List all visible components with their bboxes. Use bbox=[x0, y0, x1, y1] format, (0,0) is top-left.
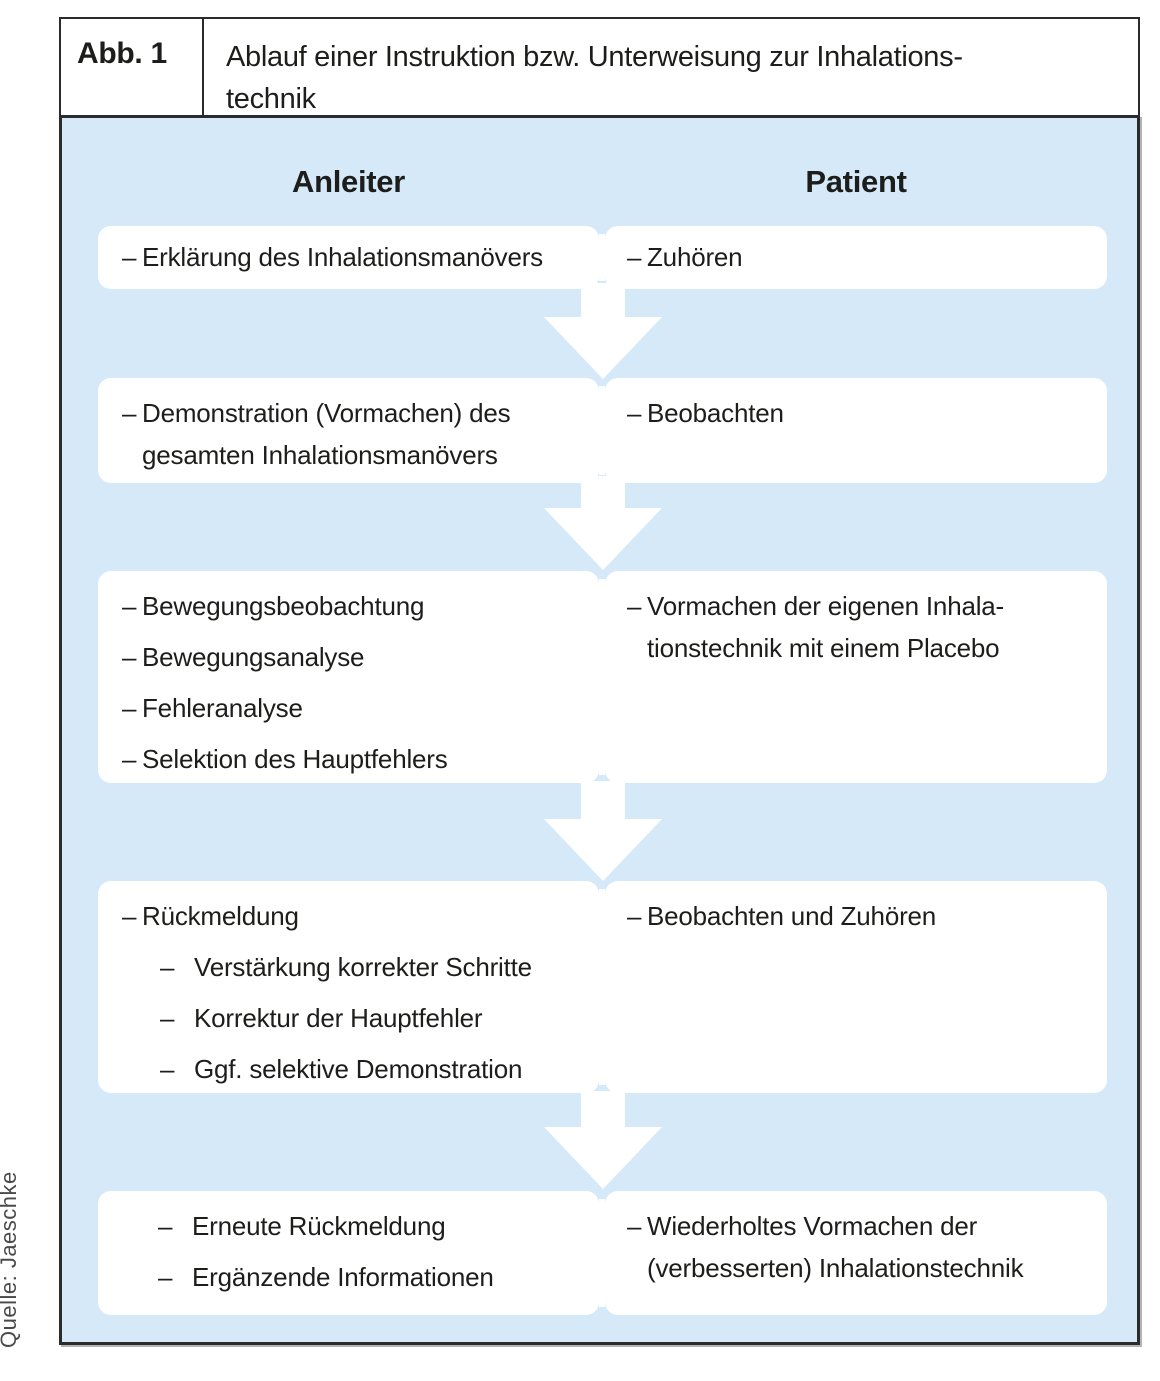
step-item-text: Erklärung des Inhalationsmanövers bbox=[142, 242, 543, 272]
step-sublist: – Verstärkung korrekter Schritte – Korre… bbox=[160, 946, 585, 1090]
step-box-anleiter-3: – Bewegungsbeobachtung – Bewegungsanalys… bbox=[98, 571, 599, 783]
step-item: – Vormachen der eigenen Inhala- tionstec… bbox=[627, 585, 1093, 669]
step-box-anleiter-5: – Erneute Rückmeldung – Ergänzende Infor… bbox=[98, 1191, 599, 1315]
step-item-text: Ggf. selektive Demonstration bbox=[194, 1054, 523, 1084]
step-item-text: Beobachten und Zuhören bbox=[647, 901, 937, 931]
dash-bullet: – bbox=[627, 1211, 642, 1241]
flow-row-1: – Erklärung des Inhalationsmanövers – Zu… bbox=[98, 226, 1107, 289]
step-item-text: Bewegungsbeobachtung bbox=[142, 591, 425, 621]
dash-bullet: – bbox=[160, 1054, 175, 1084]
step-item-text: Wiederholtes Vormachen der (verbesserten… bbox=[647, 1211, 1024, 1283]
dash-bullet: – bbox=[122, 744, 137, 774]
step-item: – Beobachten und Zuhören bbox=[627, 895, 1093, 937]
dash-bullet: – bbox=[160, 952, 175, 982]
figure-label: Abb. 1 bbox=[61, 19, 204, 115]
arrow-stem bbox=[581, 283, 625, 319]
step-box-patient-2: – Beobachten bbox=[605, 378, 1107, 483]
dash-bullet: – bbox=[122, 591, 137, 621]
column-header-patient: Patient bbox=[805, 164, 907, 199]
figure-header: Abb. 1 Ablauf einer Instruktion bzw. Unt… bbox=[59, 17, 1140, 115]
column-gap-fill bbox=[599, 386, 605, 475]
figure-title: Ablauf einer Instruktion bzw. Unterweisu… bbox=[226, 41, 963, 115]
column-header-anleiter: Anleiter bbox=[291, 164, 406, 199]
dash-bullet: – bbox=[627, 901, 642, 931]
step-item: – Zuhören bbox=[627, 236, 1093, 278]
step-item-text: Verstärkung korrekter Schritte bbox=[194, 952, 532, 982]
step-subitem: – Korrektur der Hauptfehler bbox=[160, 997, 585, 1039]
dash-bullet: – bbox=[122, 693, 137, 723]
arrow-stem bbox=[581, 781, 625, 821]
step-item-text: Rückmeldung bbox=[142, 901, 299, 931]
step-item-text: Fehleranalyse bbox=[142, 693, 303, 723]
step-box-patient-3: – Vormachen der eigenen Inhala- tionstec… bbox=[605, 571, 1107, 783]
step-item: – Selektion des Hauptfehlers bbox=[122, 738, 585, 780]
step-item-text: Erneute Rückmeldung bbox=[192, 1211, 446, 1241]
step-item-text: Zuhören bbox=[647, 242, 743, 272]
arrow-head-icon bbox=[544, 508, 662, 570]
step-subitem: – Ggf. selektive Demonstration bbox=[160, 1048, 585, 1090]
dash-bullet: – bbox=[627, 398, 642, 428]
dash-bullet: – bbox=[122, 642, 137, 672]
source-credit: Quelle: Jaeschke bbox=[0, 1171, 21, 1348]
step-item-text: Selektion des Hauptfehlers bbox=[142, 744, 448, 774]
dash-bullet: – bbox=[627, 591, 642, 621]
step-item-text: Demonstration (Vormachen) des gesamten I… bbox=[142, 398, 511, 470]
step-box-patient-5: – Wiederholtes Vormachen der (verbessert… bbox=[605, 1191, 1107, 1315]
step-item: – Erneute Rückmeldung bbox=[158, 1205, 585, 1247]
step-box-anleiter-4: – Rückmeldung – Verstärkung korrekter Sc… bbox=[98, 881, 599, 1093]
column-gap-fill bbox=[599, 889, 605, 1085]
step-item: – Bewegungsanalyse bbox=[122, 636, 585, 678]
step-item-text: Korrektur der Hauptfehler bbox=[194, 1003, 483, 1033]
step-box-patient-4: – Beobachten und Zuhören bbox=[605, 881, 1107, 1093]
step-item: – Rückmeldung bbox=[122, 895, 585, 937]
flow-row-5: – Erneute Rückmeldung – Ergänzende Infor… bbox=[98, 1191, 1107, 1315]
arrow-head-icon bbox=[544, 1127, 662, 1189]
flow-row-4: – Rückmeldung – Verstärkung korrekter Sc… bbox=[98, 881, 1107, 1093]
column-gap-fill bbox=[599, 234, 605, 281]
step-item: – Ergänzende Informationen bbox=[158, 1256, 585, 1298]
step-item-text: Ergänzende Informationen bbox=[192, 1262, 494, 1292]
dash-bullet: – bbox=[122, 901, 137, 931]
step-item: – Wiederholtes Vormachen der (verbessert… bbox=[627, 1205, 1093, 1289]
step-subitem: – Verstärkung korrekter Schritte bbox=[160, 946, 585, 988]
dash-bullet: – bbox=[627, 242, 642, 272]
step-item: – Fehleranalyse bbox=[122, 687, 585, 729]
step-item-text: Vormachen der eigenen Inhala- tionstechn… bbox=[647, 591, 1005, 663]
step-item: – Erklärung des Inhalationsmanövers bbox=[122, 236, 585, 278]
dash-bullet: – bbox=[122, 242, 137, 272]
arrow-head-icon bbox=[544, 317, 662, 379]
dash-bullet: – bbox=[160, 1003, 175, 1033]
step-item: – Beobachten bbox=[627, 392, 1093, 434]
column-gap-fill bbox=[599, 1199, 605, 1307]
step-item-text: Beobachten bbox=[647, 398, 784, 428]
step-item: – Demonstration (Vormachen) des gesamten… bbox=[122, 392, 585, 476]
column-gap-fill bbox=[599, 579, 605, 775]
dash-bullet: – bbox=[158, 1262, 173, 1292]
flow-row-3: – Bewegungsbeobachtung – Bewegungsanalys… bbox=[98, 571, 1107, 783]
dash-bullet: – bbox=[122, 398, 137, 428]
arrow-head-icon bbox=[544, 819, 662, 881]
step-box-patient-1: – Zuhören bbox=[605, 226, 1107, 289]
flowchart-panel: Anleiter Patient – Erklär bbox=[59, 115, 1140, 1345]
arrow-stem bbox=[581, 1091, 625, 1129]
dash-bullet: – bbox=[158, 1211, 173, 1241]
step-box-anleiter-1: – Erklärung des Inhalationsmanövers bbox=[98, 226, 599, 289]
flow-row-2: – Demonstration (Vormachen) des gesamten… bbox=[98, 378, 1107, 483]
step-item-text: Bewegungsanalyse bbox=[142, 642, 365, 672]
step-box-anleiter-2: – Demonstration (Vormachen) des gesamten… bbox=[98, 378, 599, 483]
step-item: – Bewegungsbeobachtung bbox=[122, 585, 585, 627]
